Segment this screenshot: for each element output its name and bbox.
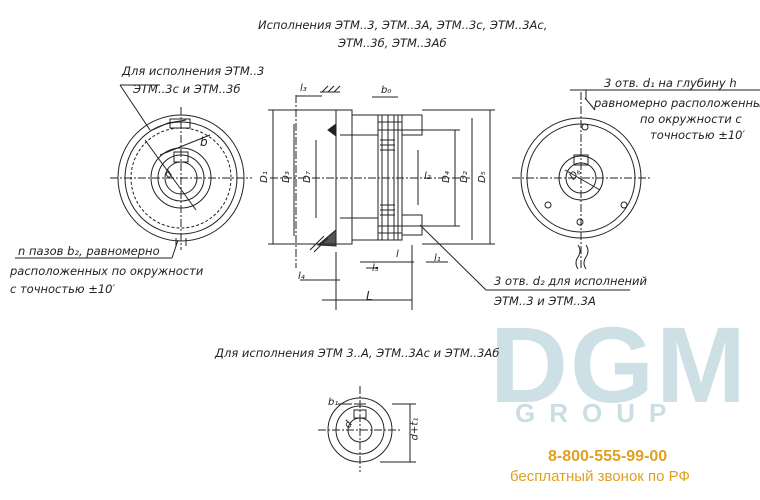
- dim-l4: l₄: [298, 271, 305, 282]
- right-note-line-2: равномерно расположенных: [594, 96, 760, 110]
- title-line-1: Исполнения ЭТМ..3, ЭТМ..3А, ЭТМ..3с, ЭТМ…: [258, 18, 548, 32]
- dim-D1: D₁: [258, 171, 270, 183]
- phone-number[interactable]: 8-800-555-99-00: [548, 448, 668, 465]
- slot-note-line-1: n пазов b₂, равномерно: [18, 244, 160, 258]
- right-front-view: [512, 90, 760, 270]
- hole-note-line-1: 3 отв. d₂ для исполнений: [494, 274, 647, 288]
- group-watermark-text: GROUP: [515, 398, 681, 428]
- bottom-detail-view: [318, 386, 416, 472]
- dim-D4: D₄: [440, 171, 452, 183]
- slot-note-line-2: расположенных по окружности: [10, 264, 204, 278]
- dgm-watermark-logo: DGM: [490, 304, 748, 425]
- left-note-line-1: Для исполнения ЭТМ..3: [122, 64, 265, 78]
- right-note-line-3: по окружности с: [640, 112, 742, 126]
- right-note-line-4: точностью ±10′: [650, 128, 746, 142]
- dim-l5: l₅: [372, 263, 379, 274]
- left-note-line-2: ЭТМ..3с и ЭТМ..3б: [133, 82, 241, 96]
- dim-D2: D₂: [458, 171, 470, 183]
- dim-b1: b₁: [328, 397, 339, 408]
- dim-b0: b₀: [381, 85, 392, 96]
- section-view: [268, 86, 630, 310]
- dim-D7: D₇: [301, 171, 313, 183]
- dim-d-t1: d+t₁: [409, 417, 421, 441]
- dim-l: l: [396, 249, 399, 260]
- left-front-view: [15, 85, 252, 258]
- dim-l1: l₁: [434, 253, 441, 264]
- phone-note: бесплатный звонок по РФ: [510, 468, 690, 485]
- right-note-line-1: 3 отв. d₁ на глубину h: [604, 76, 737, 90]
- dim-l2: l₂: [424, 171, 431, 182]
- dim-l3: l₃: [300, 83, 307, 94]
- dim-L: L: [366, 289, 373, 303]
- dim-D5: D₅: [476, 171, 488, 183]
- dim-b: b: [200, 135, 208, 149]
- title-line-2: ЭТМ..3б, ЭТМ..3Аб: [338, 36, 447, 50]
- dim-D3: D₃: [280, 171, 292, 183]
- bottom-detail-title: Для исполнения ЭТМ 3..А, ЭТМ..3Ас и ЭТМ.…: [215, 346, 500, 360]
- slot-note-line-3: с точностью ±10′: [10, 282, 116, 296]
- hole-note-line-2: ЭТМ..3 и ЭТМ..3А: [494, 294, 596, 308]
